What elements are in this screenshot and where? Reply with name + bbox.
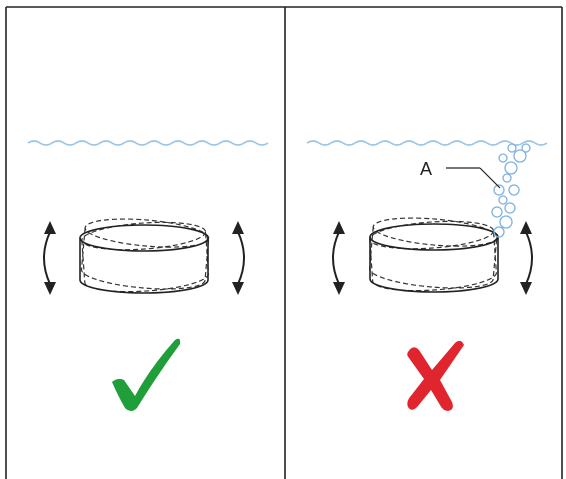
air-bubbles xyxy=(491,143,531,238)
left-panel xyxy=(27,140,269,411)
water-surface-right xyxy=(306,140,548,146)
callout-leader-line-angled xyxy=(479,167,501,189)
cross-icon xyxy=(407,340,464,411)
puck-left xyxy=(79,218,210,294)
water-surface-left xyxy=(27,140,269,146)
rocking-arrow-right-panel-right-side xyxy=(520,221,533,295)
rocking-arrow-right-side xyxy=(232,221,245,295)
rocking-arrow-right-panel-left-side xyxy=(332,221,345,295)
right-panel: A xyxy=(306,140,548,411)
checkmark-icon xyxy=(112,338,181,411)
callout-label-a: A xyxy=(420,159,432,179)
puck-right xyxy=(368,217,499,293)
panel-frame xyxy=(5,6,563,479)
rocking-arrow-left-side xyxy=(43,221,56,295)
